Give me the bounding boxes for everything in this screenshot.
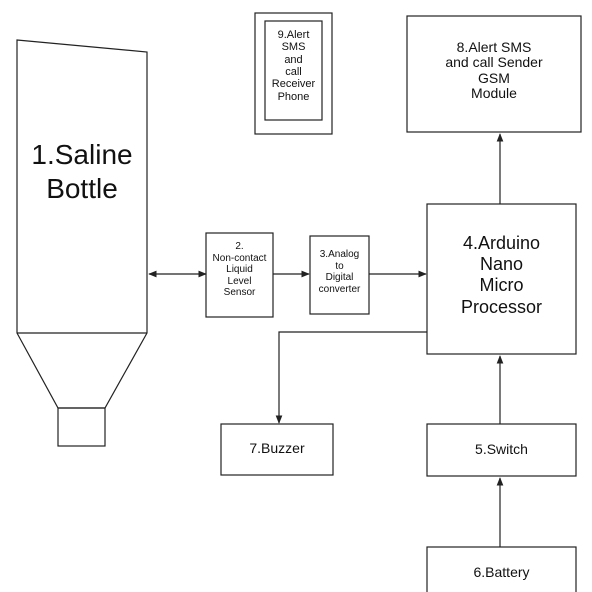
adc-label: 3.Analog to Digital converter	[310, 249, 369, 295]
phone-line: and	[284, 53, 303, 66]
switch-label: 5.Switch	[475, 441, 528, 457]
phone-line: call	[285, 65, 302, 78]
buzzer-label: 7.Buzzer	[249, 440, 305, 456]
arduino-line: Micro	[479, 275, 524, 296]
level-sensor-line: 2.	[235, 241, 244, 252]
arrow-arduino-buzzer	[275, 331, 427, 424]
gsm-line: GSM	[478, 69, 510, 86]
adc-line: Digital	[325, 272, 354, 283]
phone-outer-box	[254, 12, 333, 135]
level-sensor-label: 2. Non-contact Liquid Level Sensor	[206, 241, 273, 299]
saline-bottle-shape	[16, 39, 148, 409]
gsm-line: Module	[471, 85, 517, 102]
gsm-label: 8.Alert SMS and call Sender GSM Module	[407, 39, 581, 102]
arduino-label: 4.Arduino Nano Micro Processor	[427, 233, 576, 318]
level-sensor-line: Liquid	[226, 264, 253, 275]
buzzer-box	[220, 423, 334, 476]
phone-label: 9.Alert SMS and call Receiver Phone	[265, 29, 322, 103]
adc-line: 3.Analog	[319, 249, 360, 260]
saline-bottle-label: 1.Saline Bottle	[17, 138, 147, 205]
level-sensor-line: Sensor	[223, 287, 256, 298]
phone-line: Phone	[277, 90, 310, 103]
saline-bottle-label-line2: Bottle	[46, 172, 118, 204]
adc-box	[309, 235, 370, 315]
gsm-line: 8.Alert SMS	[456, 39, 532, 55]
phone-line: 9.Alert	[277, 29, 310, 41]
battery-label: 6.Battery	[473, 564, 530, 580]
adc-line: converter	[318, 283, 361, 295]
switch-box	[426, 423, 577, 477]
gsm-box	[406, 15, 582, 133]
bottle-neck-shape	[57, 407, 106, 447]
arduino-line: 4.Arduino	[462, 233, 541, 253]
arduino-box	[426, 203, 577, 355]
level-sensor-line: Non-contact	[212, 252, 267, 264]
phone-line: Receiver	[271, 78, 316, 91]
adc-line: to	[335, 260, 344, 272]
arduino-line: Nano	[479, 254, 524, 275]
phone-inner-box	[264, 20, 323, 121]
battery-box	[426, 546, 577, 592]
arduino-line: Processor	[460, 296, 543, 317]
level-sensor-line: Level	[227, 275, 252, 287]
gsm-line: and call Sender	[445, 54, 543, 71]
saline-bottle-label-line1: 1.Saline	[31, 139, 133, 170]
phone-line: SMS	[281, 41, 306, 54]
